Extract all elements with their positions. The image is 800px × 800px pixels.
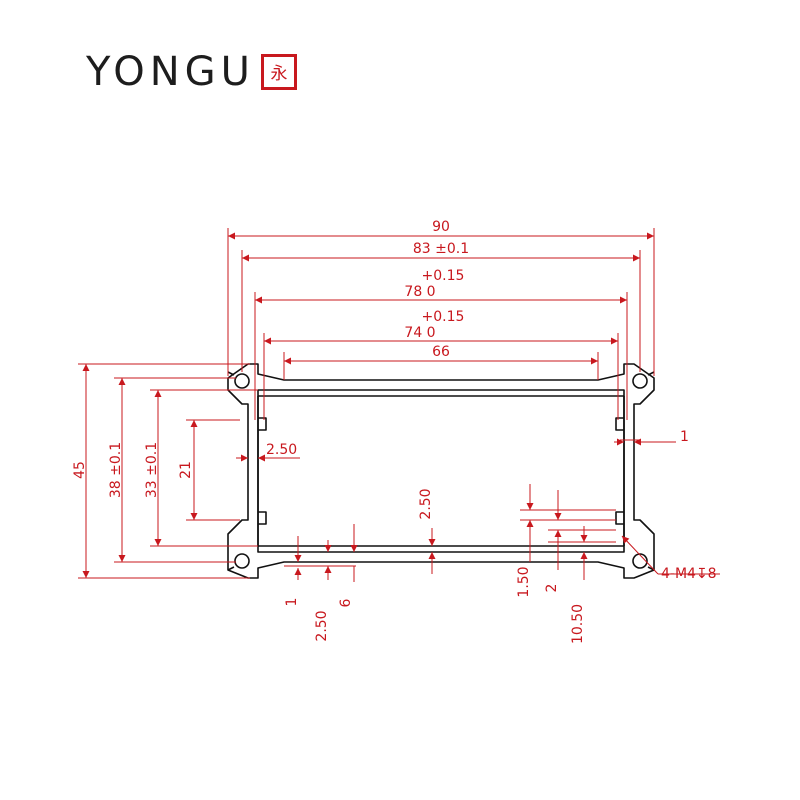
dim-33: 33 ±0.1 (144, 442, 160, 498)
thread-callout: 4-M4↧8 (661, 566, 717, 582)
brand-logo: YONGU 永固 (86, 50, 297, 94)
dim-74: 74 0 (404, 325, 435, 341)
seal-text: 永固 (270, 64, 288, 84)
dim-45: 45 (72, 461, 88, 479)
dim-1050-bottom: 10.50 (570, 604, 586, 644)
dim-78: 78 0 (404, 284, 435, 300)
dim-83: 83 ±0.1 (413, 241, 469, 257)
dimension-lines (82, 232, 720, 582)
dim-150-bottom: 1.50 (516, 566, 532, 597)
dim-38: 38 ±0.1 (108, 442, 124, 498)
dim-21: 21 (178, 461, 194, 479)
extension-lines (78, 228, 655, 579)
dim-78-tol: +0.15 (422, 268, 465, 284)
dim-1-bottom: 1 (284, 598, 300, 607)
profile-outline (227, 363, 655, 579)
dim-250-left: 2.50 (266, 442, 297, 458)
dim-250-center: 2.50 (418, 488, 434, 519)
dim-250-bottom: 2.50 (314, 610, 330, 641)
dim-2-bottom: 2 (544, 584, 560, 593)
dimension-labels: 90 83 ±0.1 +0.15 78 0 +0.15 74 0 66 45 3… (72, 219, 717, 644)
brand-name: YONGU (86, 49, 255, 95)
brand-seal-icon: 永固 (260, 54, 297, 90)
dim-6-bottom: 6 (338, 598, 354, 607)
dim-66: 66 (432, 344, 450, 360)
dim-90: 90 (432, 219, 450, 235)
dim-1-right: 1 (680, 429, 689, 445)
dim-74-tol: +0.15 (422, 309, 465, 325)
